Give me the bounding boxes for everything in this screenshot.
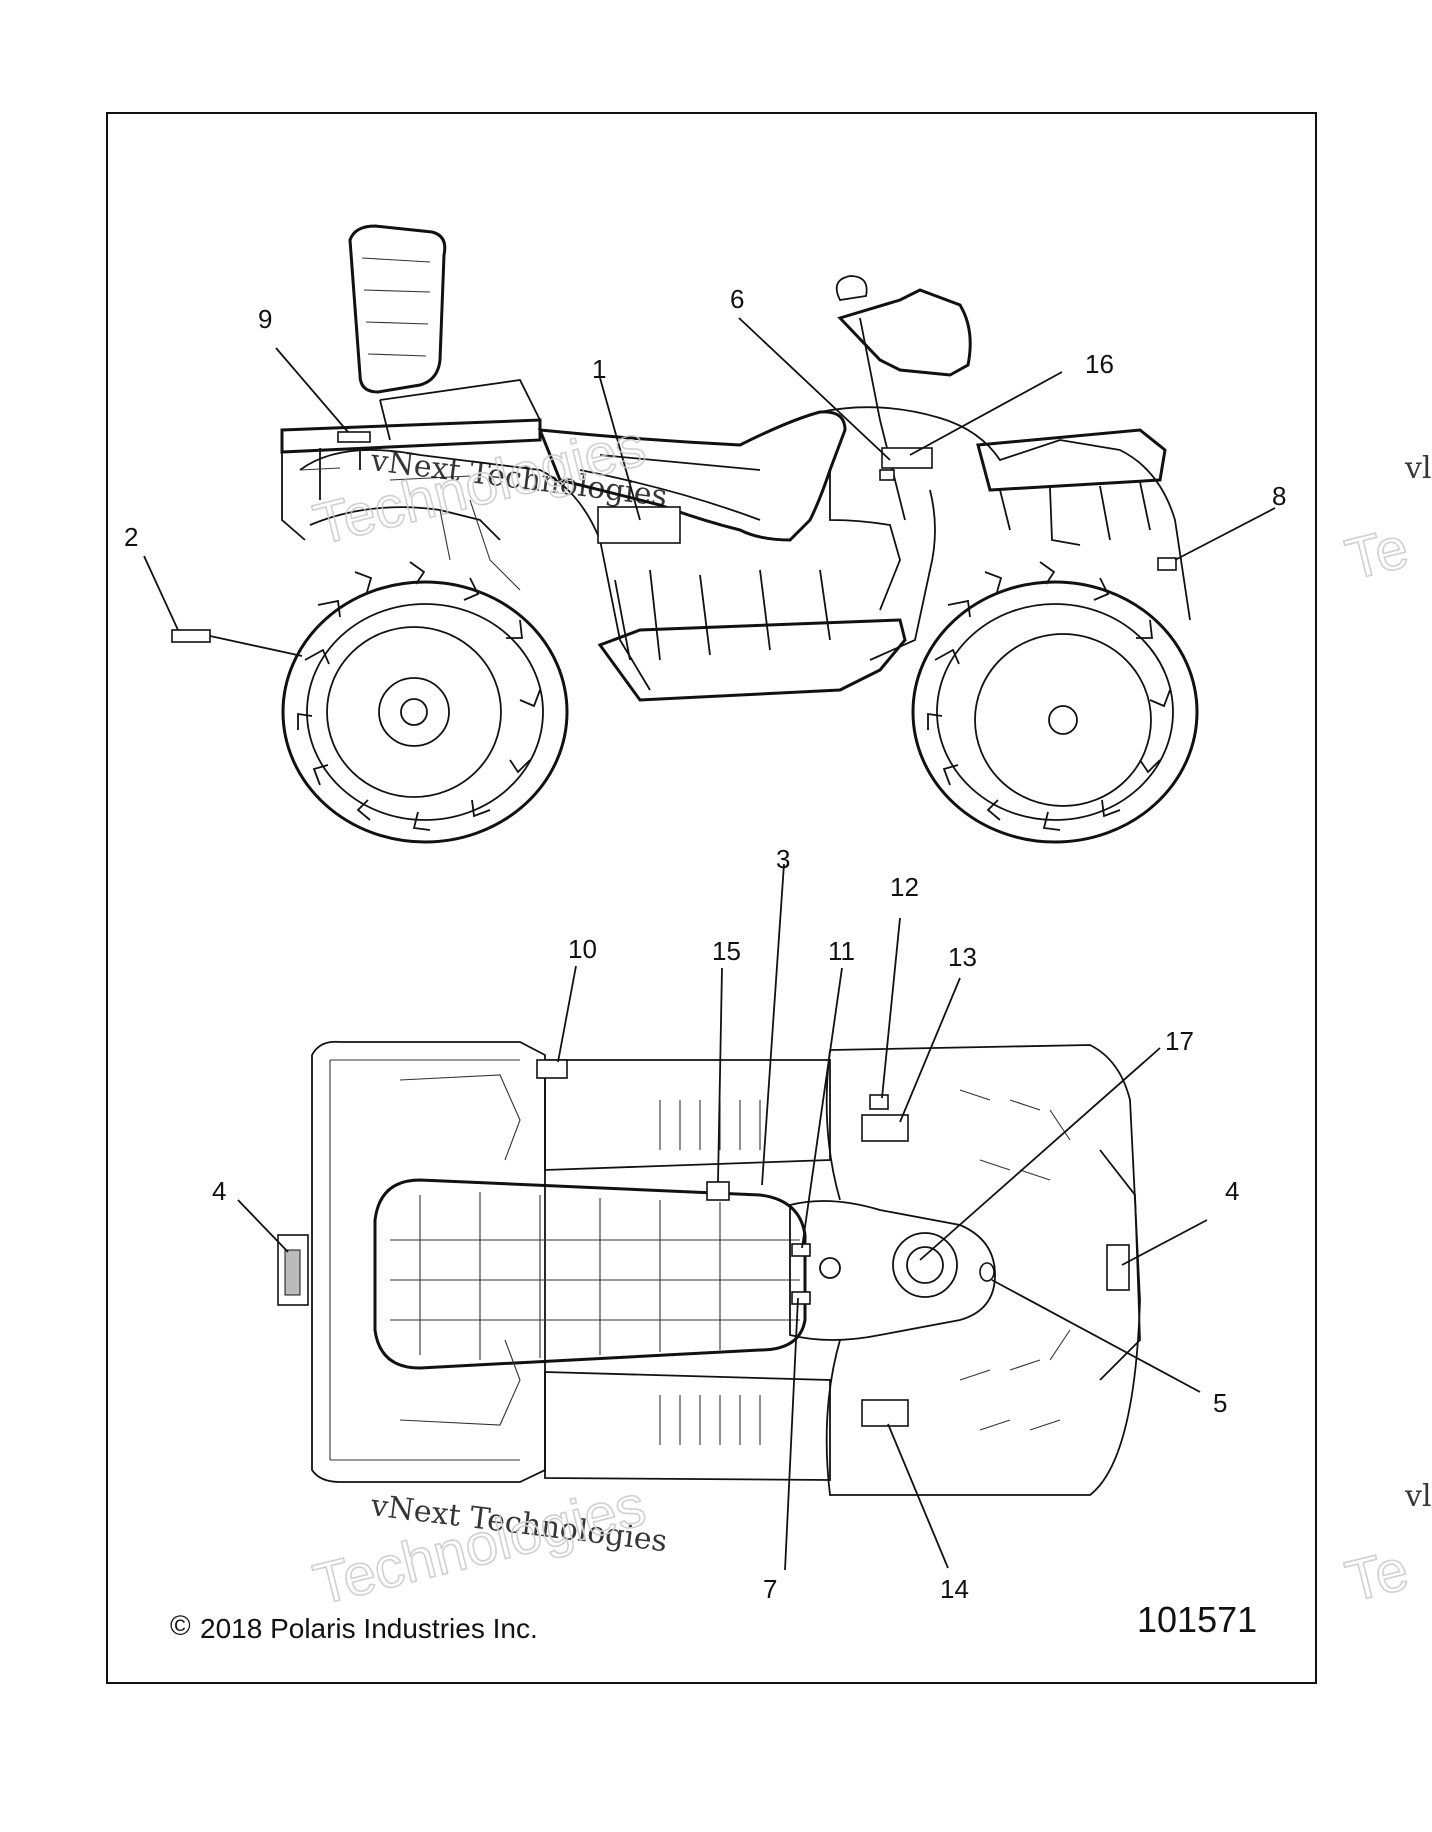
floorboard — [597, 618, 907, 702]
callout-8: 7 — [763, 1574, 777, 1604]
copyright-text: 2018 Polaris Industries Inc. — [200, 1613, 538, 1644]
front-wheel — [911, 561, 1199, 844]
atv-top-view — [277, 1040, 1141, 1496]
callout-labels: 9 1 6 16 8 2 3 12 10 15 11 13 17 4 4 5 7… — [124, 284, 1286, 1604]
decal-9 — [536, 1059, 568, 1079]
top-rear-rack — [311, 1040, 546, 1483]
top-console — [789, 1200, 996, 1341]
watermark-edge-top-1: vl — [1404, 451, 1432, 486]
callout-6: 6 — [730, 284, 744, 314]
top-floorboard-upper — [544, 1059, 831, 1171]
decal-15 — [706, 1181, 730, 1201]
decal-7 — [1157, 557, 1177, 571]
decal-11 — [791, 1243, 811, 1257]
callout-7: 8 — [1272, 481, 1286, 511]
decal-6 — [879, 469, 895, 481]
callout-4-right: 4 — [1225, 1176, 1239, 1206]
watermark-line2-bottom: Technologies — [307, 1473, 651, 1618]
callout-14: 14 — [940, 1574, 969, 1604]
rear-fender — [299, 449, 651, 691]
callout-10: 9 — [258, 304, 272, 334]
drawing-number: 101571 — [1137, 1599, 1257, 1640]
callout-3: 3 — [776, 844, 790, 874]
handlebar — [837, 288, 972, 377]
backrest — [348, 224, 447, 394]
callout-4-left: 4 — [212, 1176, 226, 1206]
diagram-frame — [106, 112, 1317, 1684]
leader-lines — [143, 317, 1276, 1571]
callout-15: 15 — [712, 936, 741, 966]
watermark-edge-bottom-2: Te — [1339, 1537, 1414, 1615]
callout-11: 11 — [828, 936, 855, 966]
callout-13: 12 — [890, 872, 919, 902]
seat — [537, 410, 847, 542]
callout-17: 17 — [1165, 1026, 1194, 1056]
decal-1 — [597, 506, 681, 544]
decal-2 — [171, 629, 211, 643]
top-seat — [373, 1178, 807, 1370]
decal-13 — [869, 1094, 889, 1110]
callout-12: 13 — [948, 942, 977, 972]
decal-4-front — [1106, 1244, 1130, 1291]
callout-2: 2 — [124, 522, 138, 552]
callout-16: 16 — [1085, 349, 1114, 379]
top-floorboard-lower — [544, 1371, 831, 1481]
decal-5 — [979, 1262, 995, 1282]
rear-rack — [280, 418, 542, 454]
callout-9: 10 — [568, 934, 597, 964]
rear-wheel — [281, 561, 569, 844]
decal-10 — [337, 431, 371, 443]
decal-16 — [881, 447, 933, 469]
watermark-edge-top-2: Te — [1339, 515, 1414, 593]
atv-side-view — [280, 224, 1199, 844]
copyright-symbol: © — [170, 1610, 191, 1641]
decal-8 — [791, 1291, 811, 1305]
watermarks: vNext Technologies Technologies vNext Te… — [307, 412, 1432, 1619]
callout-1: 1 — [592, 354, 606, 384]
decal-14 — [861, 1399, 909, 1427]
front-rack — [976, 428, 1167, 492]
watermark-edge-bottom-1: vl — [1404, 1479, 1432, 1514]
callout-5: 5 — [1213, 1388, 1227, 1418]
